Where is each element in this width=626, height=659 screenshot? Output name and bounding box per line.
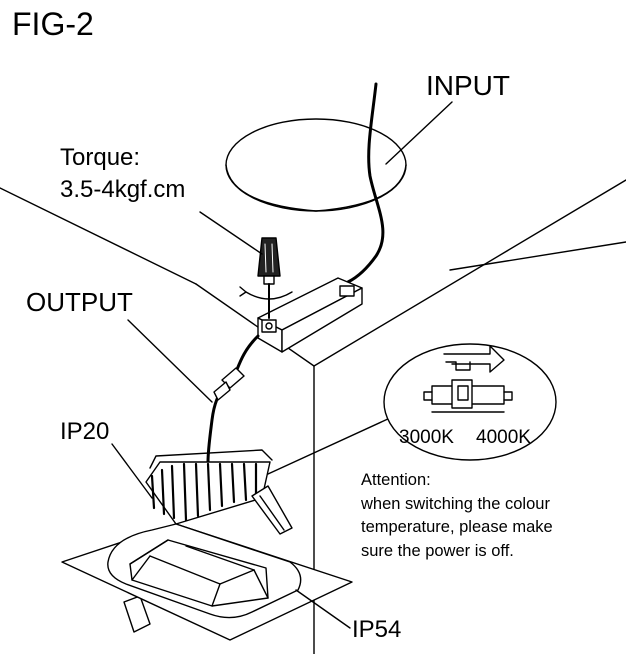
output-cable [206,334,260,464]
attention-note: Attention: when switching the colour tem… [361,469,553,563]
attention-line: when switching the colour [361,494,550,513]
torque-label-line2: 3.5-4kgf.cm [60,176,186,203]
ip54-leader-line [295,589,351,629]
downlight-heatsink [145,449,273,525]
output-connector [213,367,245,401]
switch-leader-line [267,417,391,475]
input-cable [346,82,385,284]
input-leader-line [385,101,453,165]
input-label: INPUT [426,70,510,101]
spring-clip-left [123,595,151,633]
switch-option-4000k: 4000K [476,427,531,448]
screwdriver [239,237,293,319]
driver-box [257,277,363,353]
torque-label: Torque: 3.5-4kgf.cm [60,142,185,206]
attention-line: sure the power is off. [361,541,514,560]
output-leader-line [127,319,213,403]
ceiling-cable-hole [225,118,407,212]
torque-leader-line [199,211,263,255]
cct-switch-detail [383,343,557,461]
figure-title: FIG-2 [12,6,94,42]
output-label: OUTPUT [26,287,133,317]
downlight-trim [61,523,353,641]
switch-option-3000k: 3000K [399,427,454,448]
spring-clip-right [251,485,293,535]
attention-line: temperature, please make [361,518,553,536]
torque-label-line1: Torque: [60,144,141,171]
attention-heading: Attention: [361,471,431,489]
ip20-label: IP20 [60,418,110,445]
ip20-leader-line [111,443,153,499]
ceiling-edges [0,179,626,655]
ip54-label: IP54 [352,616,402,643]
